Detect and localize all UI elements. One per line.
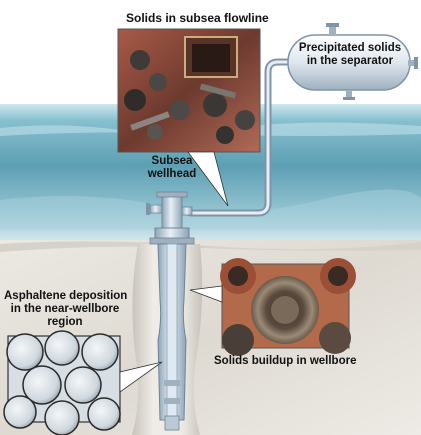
wellhead-label: Subsea wellhead [140,155,204,181]
asphaltene-inset [3,330,121,435]
asphaltene-label: Asphaltene deposition in the near-wellbo… [4,290,128,329]
subsea-wellhead [146,191,195,245]
wellbore-solids-photo [220,258,356,356]
flowline-solids-photo [117,28,261,153]
separator-label-line2: in the separator [306,54,394,67]
wellhead-label-line2: wellhead [147,167,197,180]
wellbore-solids-label: Solids buildup in wellbore [214,355,357,367]
asphaltene-label-line3: region [47,315,83,328]
wellhead-label-line1: Subsea [151,155,193,167]
well-casing [157,243,187,431]
flowline-solids-label: Solids in subsea flowline [126,11,269,25]
asphaltene-label-line2: in the near-wellbore [10,302,120,315]
separator-label-line1: Precipitated solids [298,42,402,54]
separator-tank [287,23,418,100]
flowline-callout-pointer [187,151,229,207]
asphaltene-label-line1: Asphaltene deposition [4,290,128,302]
separator-label: Precipitated solids in the separator [294,42,406,68]
wellbore-callout-pointer [189,285,223,303]
asphaltene-callout-pointer [119,361,163,393]
